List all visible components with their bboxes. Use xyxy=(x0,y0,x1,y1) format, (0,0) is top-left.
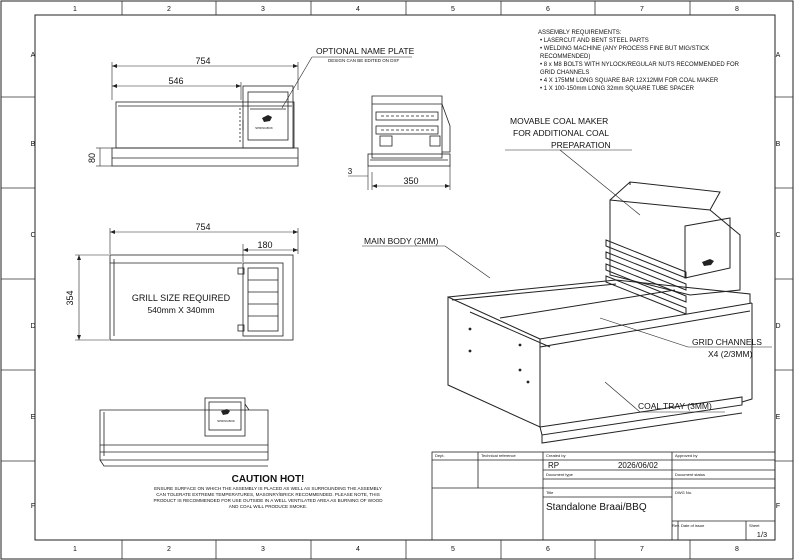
col-label: 8 xyxy=(735,546,739,553)
coal-maker-line1: MOVABLE COAL MAKER xyxy=(510,116,608,126)
row-label: D xyxy=(30,323,35,330)
row-label: C xyxy=(30,232,35,239)
col-label: 5 xyxy=(451,546,455,553)
top-view xyxy=(109,254,294,341)
caution-title: CAUTION HOT! xyxy=(232,474,305,485)
coal-maker-line2: FOR ADDITIONAL COAL xyxy=(513,128,609,138)
end-panel-holes xyxy=(468,327,530,384)
dwg-no-label: DWG No. xyxy=(675,490,692,495)
col-label: 8 xyxy=(735,6,739,13)
row-label: F xyxy=(31,503,35,510)
lower-iso-view xyxy=(99,397,269,467)
dim-front-overall: 754 xyxy=(195,56,210,66)
dim-top-coal: 180 xyxy=(257,240,272,250)
requirements-title: ASSEMBLY REQUIREMENTS: xyxy=(538,30,622,36)
doc-status-label: Document status xyxy=(675,472,705,477)
iso-leaders xyxy=(362,149,772,413)
row-label: B xyxy=(31,141,36,148)
created-by-value: RP xyxy=(548,461,559,470)
col-label: 5 xyxy=(451,6,455,13)
dim-front-inner: 546 xyxy=(168,76,183,86)
row-label: F xyxy=(776,503,780,510)
top-dimensions xyxy=(75,228,299,341)
title-block xyxy=(431,451,776,541)
coal-maker-line3: PREPARATION xyxy=(551,140,611,150)
springbok-logo-main xyxy=(702,259,714,266)
front-view xyxy=(111,85,299,167)
requirement-line: • 4 X 175MM LONG SQUARE BAR 12X12MM FOR … xyxy=(540,78,719,84)
created-by-label: Created by xyxy=(546,453,566,458)
grill-size-title: GRILL SIZE REQUIRED xyxy=(132,293,231,303)
col-label: 7 xyxy=(640,6,644,13)
col-label: 4 xyxy=(356,546,360,553)
row-label: B xyxy=(776,141,781,148)
title-block-labels: Dept. Technical reference Created by App… xyxy=(435,453,760,528)
side-dimensions xyxy=(348,166,451,190)
col-label: 3 xyxy=(261,6,265,13)
grid-channels-line2: X4 (2/3MM) xyxy=(708,349,753,359)
name-plate-title: OPTIONAL NAME PLATE xyxy=(316,46,415,56)
main-body-label: MAIN BODY (2MM) xyxy=(364,236,439,246)
sheet-number: 1/3 xyxy=(757,530,767,539)
requirement-line: RECOMMENDED) xyxy=(540,54,590,60)
name-plate-leader xyxy=(281,56,412,109)
col-label: 2 xyxy=(167,6,171,13)
dim-top-overall: 754 xyxy=(195,222,210,232)
requirement-line: • WELDING MACHINE (ANY PROCESS FINE BUT … xyxy=(540,46,709,52)
dim-front-height: 80 xyxy=(87,153,97,163)
side-view xyxy=(367,95,451,167)
caution-text: ENSURE SURFACE ON WHICH THE ASSEMBLY IS … xyxy=(153,486,383,509)
rev-label: Rev. xyxy=(672,523,680,528)
dim-top-depth: 354 xyxy=(65,290,75,305)
requirement-line: • 8 x M8 BOLTS WITH NYLOCK/REGULAR NUTS … xyxy=(540,62,740,68)
tech-ref-label: Technical reference xyxy=(481,453,516,458)
title-label: Title xyxy=(546,490,554,495)
coal-tray-label: COAL TRAY (3MM) xyxy=(638,401,712,411)
requirement-line: • 1 X 100-150mm LONG 32mm SQUARE TUBE SP… xyxy=(540,86,695,92)
springbok-logo-iso xyxy=(221,409,230,415)
caution-line: PRODUCT IS RECOMMENDED FOR USE OUTSIDE I… xyxy=(153,498,383,503)
col-label: 6 xyxy=(546,546,550,553)
sheet-label: Sheet xyxy=(749,523,760,528)
grill-size-value: 540mm X 340mm xyxy=(147,305,214,315)
plate-text-iso: SPRINGBOK xyxy=(217,419,235,423)
dept-label: Dept. xyxy=(435,453,445,458)
caution-line: AND COAL WILL PRODUCE SMOKE. xyxy=(229,504,308,509)
row-label: A xyxy=(776,52,781,59)
row-label: C xyxy=(775,232,780,239)
inner-frame xyxy=(34,14,776,541)
doc-type-label: Document type xyxy=(546,472,574,477)
created-date: 2026/06/02 xyxy=(618,461,659,470)
drawing-title: Standalone Braai/BBQ xyxy=(546,502,647,513)
dim-side-offset: 3 xyxy=(348,167,353,176)
col-label: 2 xyxy=(167,546,171,553)
requirement-line: • LASERCUT AND BENT STEEL PARTS xyxy=(540,38,649,44)
caution-line: CAN TOLERATE EXTREME TEMPERATURES, MASON… xyxy=(156,492,380,497)
approved-by-label: Approved by xyxy=(675,453,697,458)
springbok-logo-front: SPRINGBOK xyxy=(255,115,273,130)
grid-channels-line1: GRID CHANNELS xyxy=(692,337,762,347)
main-iso-view xyxy=(447,181,753,444)
caution-line: ENSURE SURFACE ON WHICH THE ASSEMBLY IS … xyxy=(154,486,382,491)
row-label: D xyxy=(775,323,780,330)
dim-side-width: 350 xyxy=(403,176,418,186)
col-label: 3 xyxy=(261,546,265,553)
requirement-line: GRID CHANNELS xyxy=(540,70,589,76)
row-label: A xyxy=(31,52,36,59)
row-label: E xyxy=(776,414,781,421)
col-label: 7 xyxy=(640,546,644,553)
name-plate-subtitle: DESIGN CAN BE EDITED ON DXF xyxy=(328,58,400,63)
front-dimensions xyxy=(96,62,299,167)
assembly-requirements: ASSEMBLY REQUIREMENTS: • LASERCUT AND BE… xyxy=(538,30,740,92)
col-label: 6 xyxy=(546,6,550,13)
plate-text: SPRINGBOK xyxy=(255,126,273,130)
col-label: 1 xyxy=(73,546,77,553)
row-label: E xyxy=(31,414,36,421)
col-label: 4 xyxy=(356,6,360,13)
col-label: 1 xyxy=(73,6,77,13)
issue-date-label: Date of issue xyxy=(681,523,705,528)
